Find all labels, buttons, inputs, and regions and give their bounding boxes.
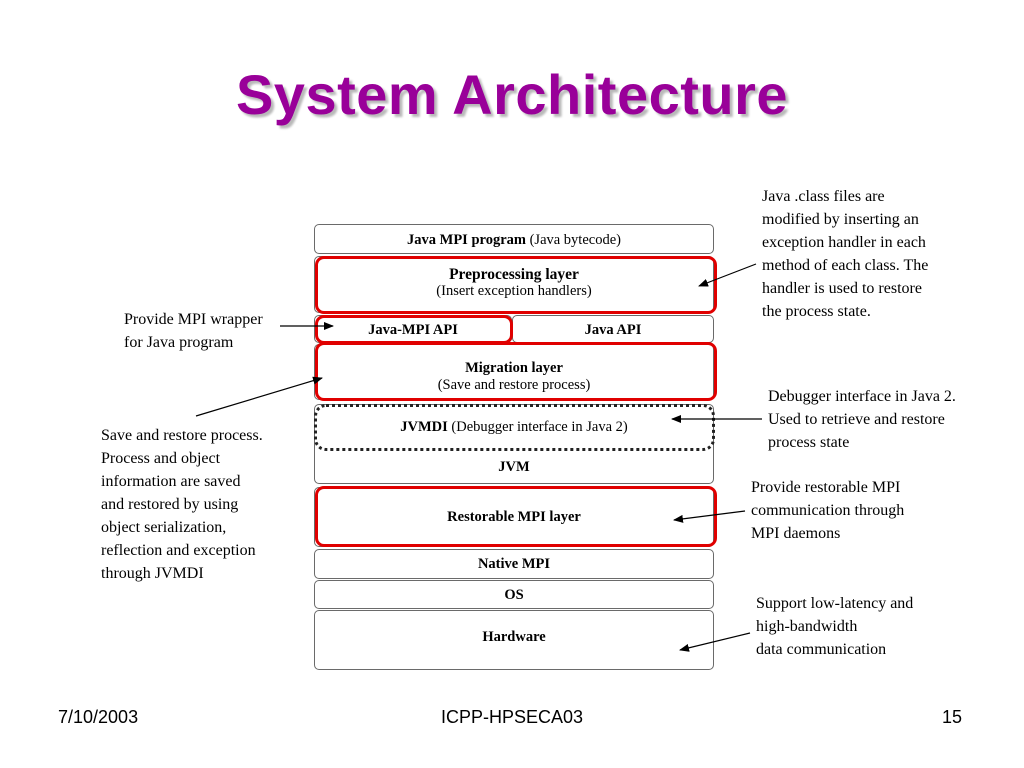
layer-native-mpi: Native MPI bbox=[314, 549, 714, 579]
hardware-label: Hardware bbox=[482, 629, 546, 645]
migration-highlight bbox=[315, 342, 717, 401]
layer-os: OS bbox=[314, 580, 714, 609]
arrow-java-class bbox=[698, 263, 757, 287]
annotation-support: Support low-latency and high-bandwidth d… bbox=[756, 595, 914, 658]
jvmdi-label: JVMDI bbox=[400, 419, 448, 435]
annotation-save-restore: Save and restore process. Process and ob… bbox=[101, 427, 263, 582]
java-mpi-program-note: (Java bytecode) bbox=[525, 232, 621, 248]
jvm-label: JVM bbox=[498, 459, 530, 475]
annotation-mpi-wrapper: Provide MPI wrapper for Java program bbox=[124, 311, 263, 351]
layer-migration: Migration layer (Save and restore proces… bbox=[314, 344, 714, 400]
layer-java-mpi-program: Java MPI program (Java bytecode) bbox=[314, 224, 714, 254]
layer-java-api: Java API bbox=[512, 315, 714, 343]
slide-title: System Architecture bbox=[235, 63, 789, 126]
footer-center: ICPP-HPSECA03 bbox=[440, 707, 584, 727]
preprocessing-note: (Insert exception handlers) bbox=[436, 283, 592, 299]
layer-jvm: JVMDI (Debugger interface in Java 2) JVM bbox=[314, 404, 714, 484]
java-mpi-api-label: Java-MPI API bbox=[368, 322, 458, 338]
annotation-restorable: Provide restorable MPI communication thr… bbox=[751, 479, 905, 542]
java-api-label: Java API bbox=[584, 322, 642, 338]
os-label: OS bbox=[504, 587, 524, 603]
arrow-save-restore bbox=[195, 376, 323, 417]
jvmdi-highlight bbox=[314, 404, 715, 451]
layer-hardware: Hardware bbox=[314, 610, 714, 670]
restorable-mpi-label: Restorable MPI layer bbox=[447, 509, 581, 525]
migration-label: Migration layer bbox=[465, 360, 563, 376]
restorable-mpi-highlight bbox=[315, 486, 717, 547]
native-mpi-label: Native MPI bbox=[477, 556, 551, 572]
preprocessing-highlight bbox=[315, 256, 717, 314]
preprocessing-label: Preprocessing layer bbox=[449, 266, 579, 283]
java-mpi-program-label: Java MPI program bbox=[407, 232, 526, 248]
footer-page-number: 15 bbox=[942, 707, 963, 727]
footer-date: 7/10/2003 bbox=[58, 707, 139, 727]
migration-note: (Save and restore process) bbox=[437, 377, 591, 393]
jvmdi-note: (Debugger interface in Java 2) bbox=[447, 419, 628, 435]
arrow-restorable bbox=[673, 510, 746, 523]
arrow-support bbox=[679, 632, 751, 652]
annotation-debugger: Debugger interface in Java 2. Used to re… bbox=[768, 388, 956, 451]
annotation-java-class: Java .class files are modified by insert… bbox=[762, 188, 929, 320]
